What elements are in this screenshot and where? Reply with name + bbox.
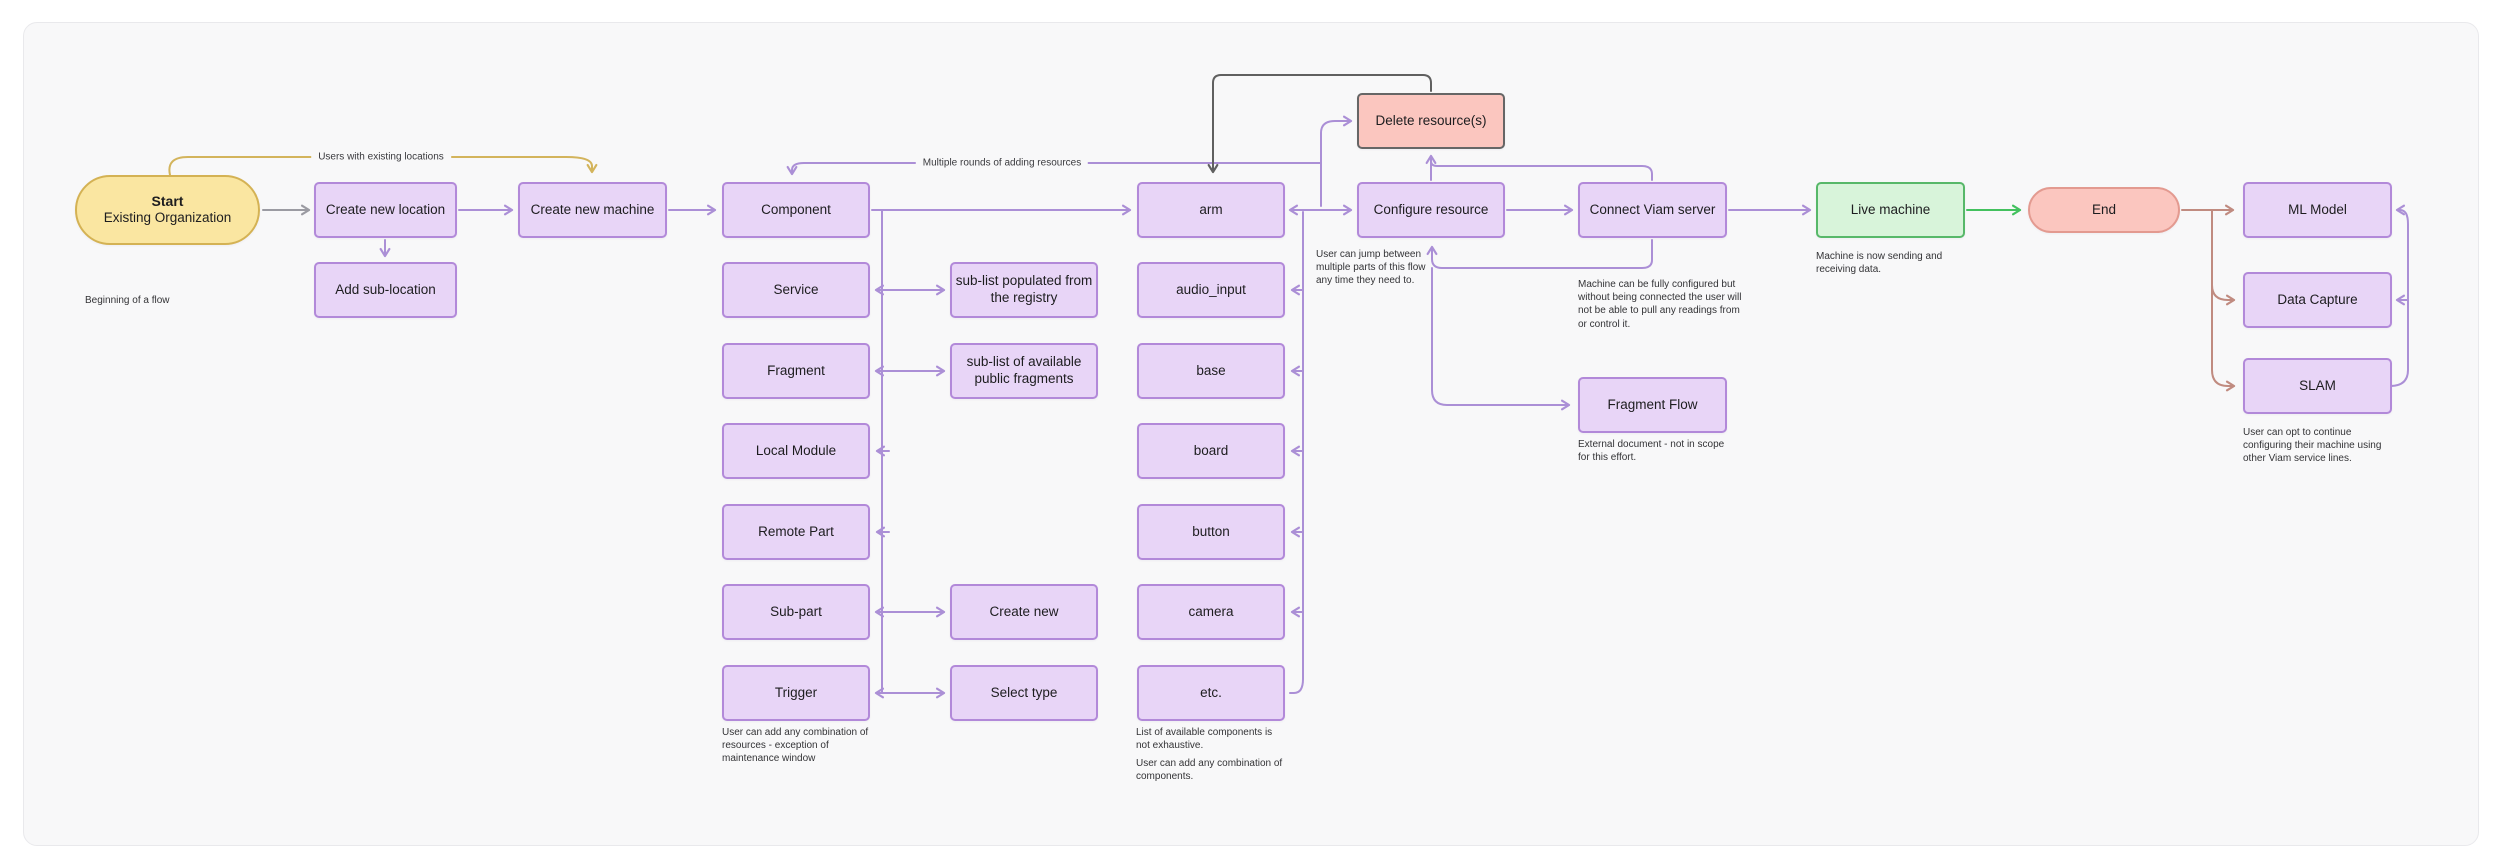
wire-connect-top-branch [1430, 160, 1653, 181]
note-resources-combination: User can add any combination of resource… [722, 727, 869, 765]
node-sublist-fragments[interactable]: sub-list of available public fragments [950, 343, 1098, 399]
wire-end-to-datacapture [2211, 284, 2236, 306]
node-button[interactable]: button [1137, 504, 1285, 560]
note-external-document: External document - not in scope for thi… [1578, 439, 1725, 464]
note-machine-configured: Machine can be fully configured but with… [1578, 279, 1742, 330]
node-add-sub-location[interactable]: Add sub-location [314, 262, 457, 318]
node-delete-resource[interactable]: Delete resource(s) [1357, 93, 1505, 149]
node-remote-part[interactable]: Remote Part [722, 504, 870, 560]
start-title: Start [151, 192, 184, 209]
node-connect-viam-server[interactable]: Connect Viam server [1578, 182, 1727, 238]
node-create-new-location[interactable]: Create new location [314, 182, 457, 238]
node-start[interactable]: Start Existing Organization [75, 175, 260, 245]
note-components-not-exhaustive: List of available components is not exha… [1136, 727, 1273, 752]
node-board[interactable]: board [1137, 423, 1285, 479]
wire-end-to-slam [2211, 209, 2236, 392]
wire-delete-to-arm [1207, 74, 1432, 174]
start-subtitle: Existing Organization [103, 210, 232, 226]
node-audio-input[interactable]: audio_input [1137, 262, 1285, 318]
note-components-combination: User can add any combination of componen… [1136, 758, 1283, 783]
node-ml-model[interactable]: ML Model [2243, 182, 2392, 238]
node-local-module[interactable]: Local Module [722, 423, 870, 479]
note-user-can-jump: User can jump between multiple parts of … [1316, 249, 1426, 287]
node-create-new[interactable]: Create new [950, 584, 1098, 640]
node-select-type[interactable]: Select type [950, 665, 1098, 721]
node-trigger[interactable]: Trigger [722, 665, 870, 721]
wire-connect-bottom-to-configure [1426, 239, 1653, 269]
node-create-new-machine[interactable]: Create new machine [518, 182, 667, 238]
node-component[interactable]: Component [722, 182, 870, 238]
note-continue-configuring: User can opt to continue configuring the… [2243, 427, 2382, 465]
node-end[interactable]: End [2028, 187, 2180, 233]
wire-multiple-rounds [786, 162, 1322, 176]
wire-to-fragment-flow [1431, 267, 1571, 411]
node-fragment[interactable]: Fragment [722, 343, 870, 399]
node-live-machine[interactable]: Live machine [1816, 182, 1965, 238]
wire-users-existing-locations [168, 156, 598, 176]
wire-slam-to-mlmodel [2389, 204, 2409, 387]
node-service[interactable]: Service [722, 262, 870, 318]
node-slam[interactable]: SLAM [2243, 358, 2392, 414]
edge-label-users-existing-locations: Users with existing locations [311, 150, 451, 164]
note-machine-sending: Machine is now sending and receiving dat… [1816, 251, 1943, 276]
note-beginning-of-flow: Beginning of a flow [85, 295, 170, 306]
wire-mid-to-delete [1320, 115, 1353, 207]
edge-label-multiple-rounds: Multiple rounds of adding resources [915, 156, 1089, 170]
node-etc[interactable]: etc. [1137, 665, 1285, 721]
node-camera[interactable]: camera [1137, 584, 1285, 640]
node-sublist-registry[interactable]: sub-list populated from the registry [950, 262, 1098, 318]
node-base[interactable]: base [1137, 343, 1285, 399]
node-fragment-flow[interactable]: Fragment Flow [1578, 377, 1727, 433]
node-arm[interactable]: arm [1137, 182, 1285, 238]
node-configure-resource[interactable]: Configure resource [1357, 182, 1505, 238]
wire-component-chain [1289, 211, 1304, 694]
node-sub-part[interactable]: Sub-part [722, 584, 870, 640]
node-data-capture[interactable]: Data Capture [2243, 272, 2392, 328]
